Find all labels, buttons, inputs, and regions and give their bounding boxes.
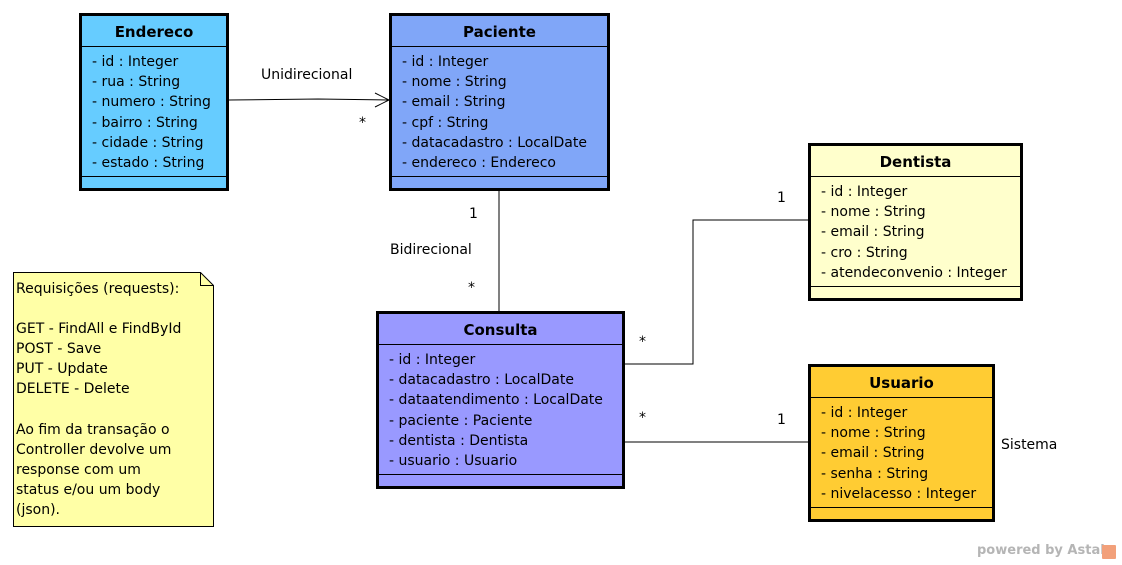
attribute-list: - id : Integer - nome : String - email :… [811,177,1020,288]
note-outline [13,272,214,527]
note-line: status e/ou um body [16,481,161,498]
attribute: - nome : String [821,204,926,221]
multiplicity-label: * [468,280,475,296]
note-line: (json). [16,502,60,519]
class-usuario[interactable]: Usuario - id : Integer - nome : String -… [808,364,995,522]
class-endereco[interactable]: Endereco - id : Integer - rua : String -… [79,13,229,191]
multiplicity-label: 1 [469,206,478,222]
note-line: PUT - Update [16,361,108,378]
association-label: Bidirecional [390,242,472,258]
class-name: Paciente [392,16,607,47]
astah-watermark: powered by Astah [977,543,1110,558]
association-label: Unidirecional [261,67,353,83]
attribute: - id : Integer [92,54,179,70]
attribute: - email : String [821,224,925,241]
note-line: Ao fim da transação o [16,421,170,438]
note-line: DELETE - Delete [16,381,130,398]
attribute: - bairro : String [92,114,198,131]
association-endereco-paciente [228,98,390,101]
attribute: - cro : String [821,244,908,261]
multiplicity-label: * [639,334,646,350]
attribute: - datacadastro : LocalDate [389,372,574,389]
attribute: - email : String [821,445,925,462]
astah-logo-icon [1102,545,1116,559]
class-consulta[interactable]: Consulta - id : Integer - datacadastro :… [376,311,625,489]
class-name: Usuario [811,367,992,398]
note-line: response com um [16,461,141,478]
attribute: - dataatendimento : LocalDate [389,392,603,409]
attribute: - senha : String [821,465,929,482]
note-text: Requisições (requests): GET - FindAll e … [16,279,212,520]
attribute-list: - id : Integer - nome : String - email :… [811,398,992,509]
attribute: - estado : String [92,155,205,172]
multiplicity-label: 1 [777,190,786,206]
attribute: - id : Integer [389,352,476,368]
note-line: Requisições (requests): [16,281,180,297]
note-line [16,400,212,420]
note-line: Controller devolve um [16,441,172,458]
attribute: - nivelacesso : Integer [821,485,977,502]
multiplicity-label: * [359,115,366,131]
multiplicity-label: 1 [777,412,786,428]
attribute: - nome : String [821,425,926,442]
class-name: Endereco [82,16,226,47]
class-name: Dentista [811,146,1020,177]
attribute: - endereco : Endereco [402,155,556,172]
attribute: - datacadastro : LocalDate [402,134,587,151]
sistema-label: Sistema [1001,437,1058,453]
attribute: - usuario : Usuario [389,453,518,470]
attribute: - id : Integer [821,405,908,421]
attribute: - id : Integer [821,184,908,200]
class-paciente[interactable]: Paciente - id : Integer - nome : String … [389,13,610,191]
class-name: Consulta [379,314,622,345]
attribute: - nome : String [402,74,507,91]
attribute: - atendeconvenio : Integer [821,264,1007,281]
attribute: - id : Integer [402,54,489,70]
attribute-list: - id : Integer - nome : String - email :… [392,47,607,178]
attribute: - email : String [402,94,506,111]
class-dentista[interactable]: Dentista - id : Integer - nome : String … [808,143,1023,301]
attribute: - cidade : String [92,134,204,151]
attribute: - paciente : Paciente [389,412,533,429]
attribute: - numero : String [92,94,211,111]
note-line: GET - FindAll e FindById [16,321,182,338]
attribute: - rua : String [92,74,181,91]
attribute-list: - id : Integer - rua : String - numero :… [82,47,226,178]
association-consulta-dentista [624,219,808,365]
note-box[interactable] [13,272,214,527]
note-line: POST - Save [16,341,102,358]
attribute: - dentista : Dentista [389,432,529,449]
attribute: - cpf : String [402,114,489,131]
note-line [16,299,212,319]
attribute-list: - id : Integer - datacadastro : LocalDat… [379,345,622,476]
multiplicity-label: * [639,410,646,426]
